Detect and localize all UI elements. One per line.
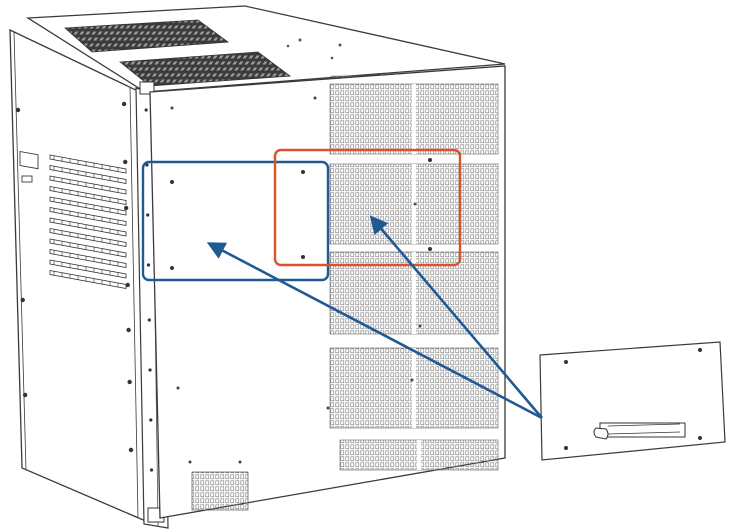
rail-hole [145,163,149,167]
front-screw [410,378,414,382]
rail-hole [147,318,151,322]
arrow-to-red-position [369,215,543,419]
front-screw [188,460,192,464]
chassis-front [149,65,506,519]
rail-hole [148,368,152,372]
side-slot [49,175,127,195]
chassis-left-side [9,28,149,523]
front-screw [238,460,242,464]
side-hole [125,282,130,288]
side-slot [49,249,127,268]
side-hole [123,205,129,211]
side-slot [49,217,127,237]
side-slot [49,238,127,258]
side-slot [49,259,127,279]
front-screw [176,386,180,390]
front-screw [170,106,174,110]
side-slot [49,165,127,184]
cover-plate-detail [539,341,726,461]
rail-hole [146,263,151,267]
front-screw [326,406,330,410]
rail-hole [149,468,154,472]
bottom-grille [191,471,249,511]
side-slot [49,228,127,247]
side-hole [20,297,25,303]
side-slot [49,196,127,216]
cover-plate-handle [593,422,686,440]
side-slot [49,154,127,174]
rail-hole [144,108,148,112]
arrow-to-blue-position [206,242,543,420]
front-screw [313,96,317,100]
side-label-plate [19,150,39,170]
side-hole [123,159,128,165]
rail-hole [149,418,153,422]
side-vent-slots [49,154,127,289]
front-screw [418,324,422,328]
front-screws [170,96,422,464]
rail-hole [146,213,150,217]
side-hole [15,107,21,113]
mounting-position-red [273,148,462,267]
side-hole [127,379,132,385]
front-grille-area [329,83,499,471]
top-vent-front [64,19,230,53]
side-port [21,175,33,183]
highlight-screws [170,158,432,270]
side-slot [49,270,127,289]
side-hole [126,327,131,333]
side-slot [49,186,127,205]
side-hole [121,101,127,107]
rail-holes [15,101,154,472]
mounting-position-blue [141,160,330,282]
side-slot [49,207,127,226]
side-hole [22,392,28,398]
side-hole [128,447,134,453]
top-vent-rear [118,51,292,87]
